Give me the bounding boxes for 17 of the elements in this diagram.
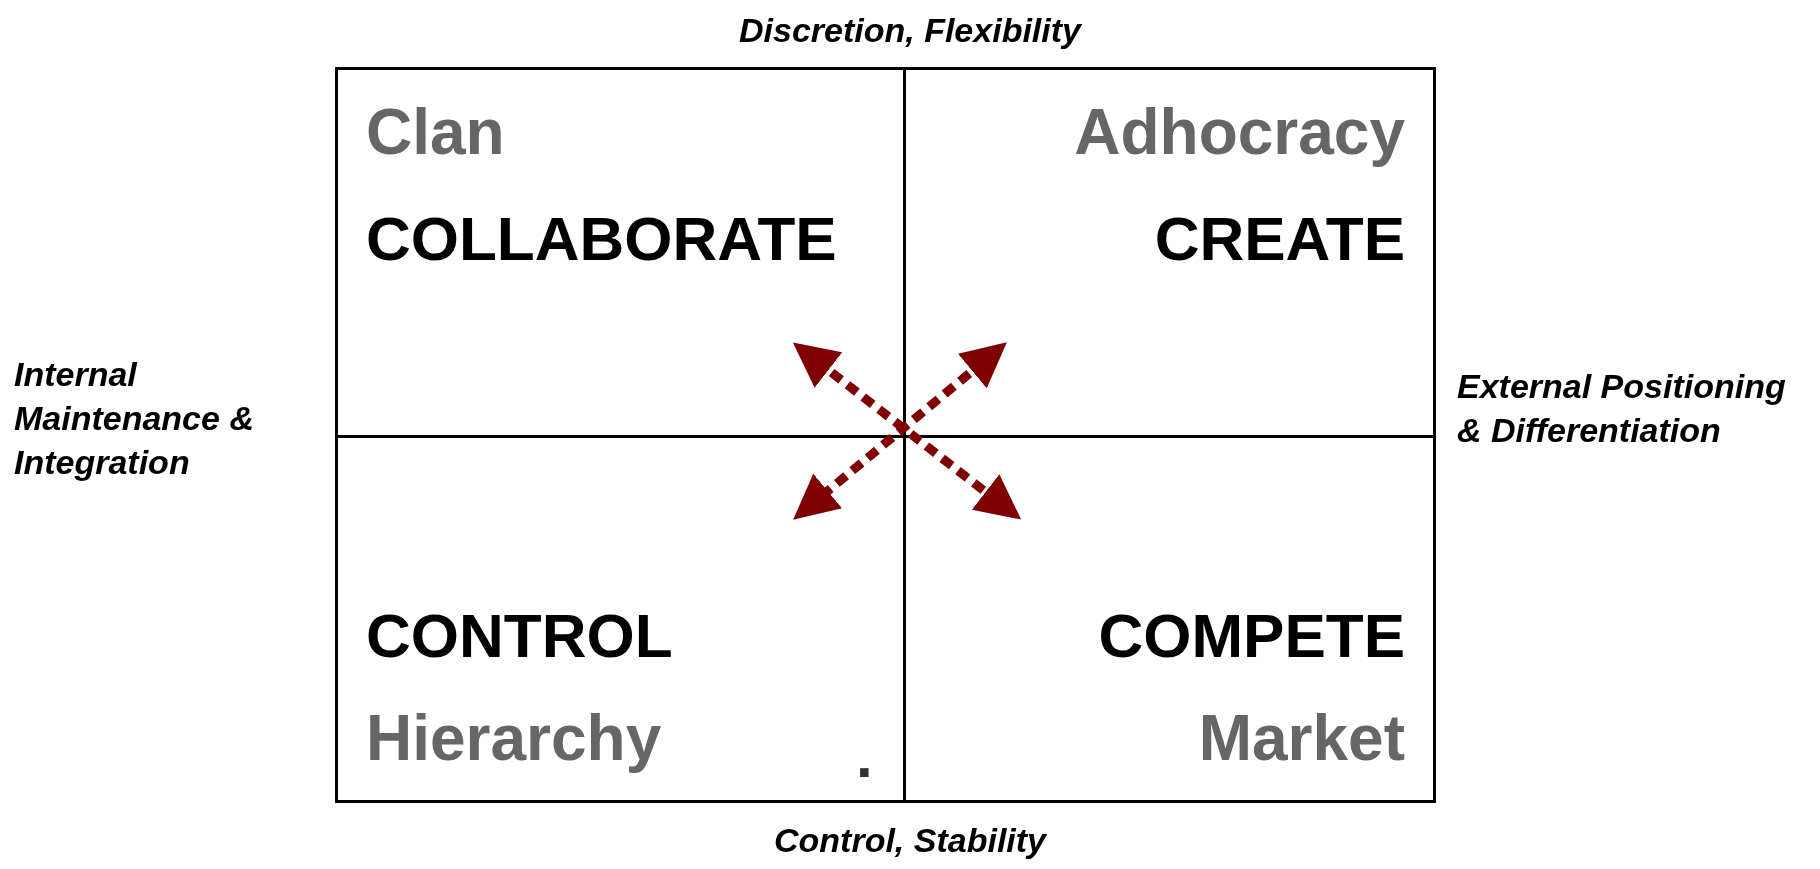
quadrant-box <box>903 435 1436 803</box>
category-label: Adhocracy <box>1074 95 1405 170</box>
quadrant-box <box>335 435 906 803</box>
axis-label: Discretion, Flexibility <box>738 10 1083 51</box>
axis-label: Control, Stability <box>773 820 1048 861</box>
category-label: Market <box>1198 701 1405 776</box>
quadrant-title: COMPETE <box>1098 599 1405 672</box>
quadrant-title: COLLABORATE <box>366 203 837 275</box>
axis-label: Internal Maintenance & Integration <box>14 354 255 484</box>
axis-label: External Positioning & Differentiation <box>1457 366 1787 452</box>
quadrant-box <box>903 67 1436 438</box>
category-label: Hierarchy <box>366 701 662 776</box>
quadrant-title: CONTROL <box>366 599 673 672</box>
category-label: Clan <box>366 95 505 170</box>
dot-mark: . <box>856 722 873 792</box>
quadrant-box <box>335 67 906 438</box>
quadrant-title: CREATE <box>1154 203 1405 275</box>
